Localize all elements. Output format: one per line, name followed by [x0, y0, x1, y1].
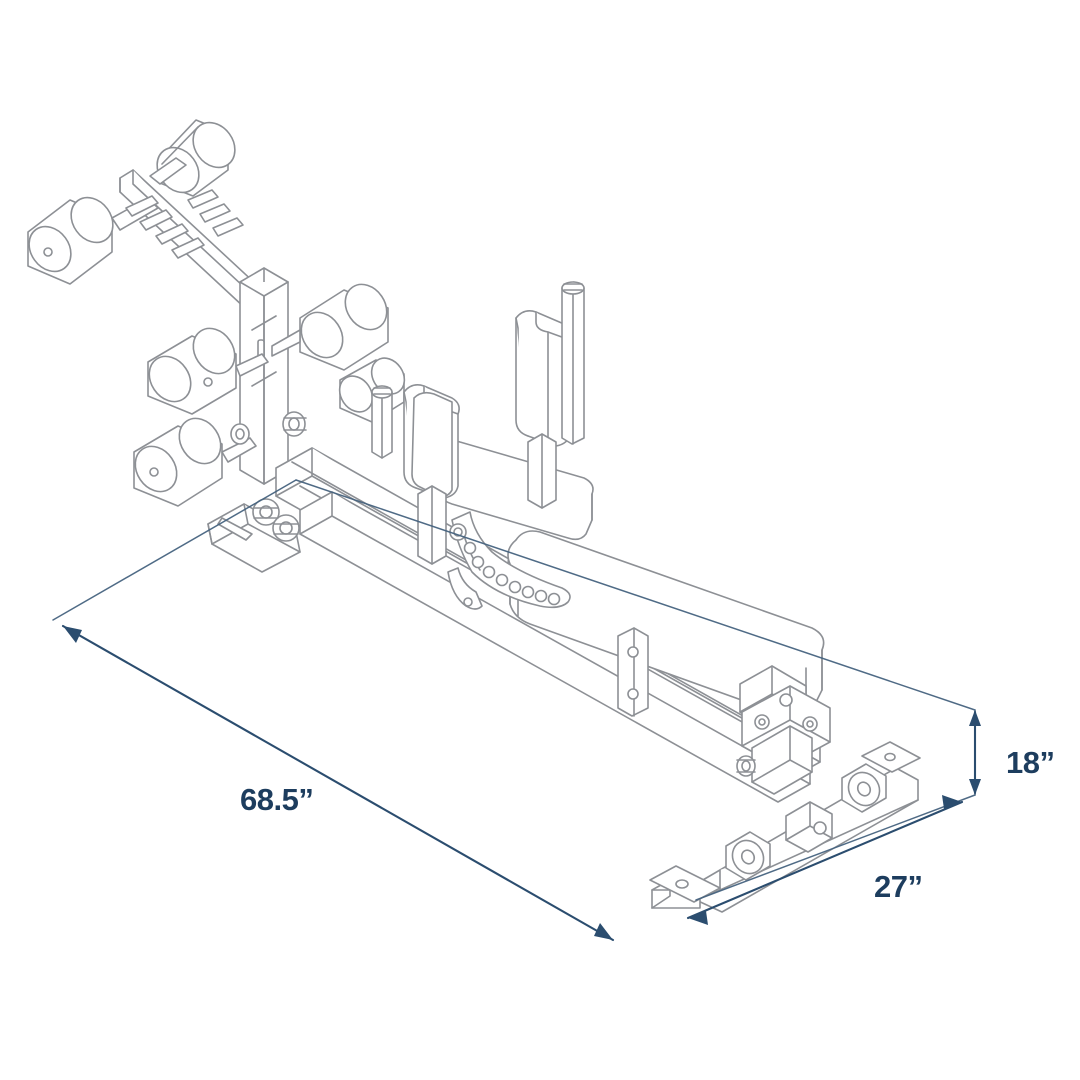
transport-wheel	[841, 763, 887, 813]
arrowhead	[942, 795, 962, 809]
pivot-clamp-block	[751, 725, 813, 795]
ladder-holes	[463, 541, 561, 606]
foam-roller	[147, 327, 237, 415]
dimension-label-height: 18”	[1006, 745, 1055, 780]
wheel-hub	[252, 498, 300, 542]
adjustment-knob	[230, 423, 250, 445]
arrowhead	[63, 626, 82, 643]
dimension-height	[969, 710, 981, 795]
vertical-rod	[371, 385, 393, 459]
arrowhead	[969, 779, 981, 795]
support-bracket	[617, 627, 649, 717]
center-block	[785, 801, 833, 853]
vertical-rod	[561, 281, 585, 445]
guide-bottom-right	[695, 794, 976, 901]
hip-pad	[411, 391, 453, 498]
guide-top-right	[295, 479, 976, 711]
vertical-upright-post	[239, 267, 289, 485]
arrowhead	[969, 710, 981, 726]
foam-roller	[133, 417, 223, 507]
foam-roller	[156, 119, 236, 197]
adjustment-pegs	[125, 189, 244, 259]
leg-developer-assembly	[27, 119, 259, 309]
transport-wheel	[725, 831, 771, 881]
guide-top-left	[52, 479, 297, 621]
foam-roller	[299, 283, 389, 371]
arrowhead	[688, 911, 708, 925]
floor-foot	[861, 741, 921, 773]
adjustment-knob	[282, 411, 307, 437]
dimension-lines	[52, 479, 981, 942]
arrowhead	[594, 923, 613, 940]
dimension-length	[61, 624, 615, 942]
adjustment-knob	[736, 755, 756, 777]
product-illustration	[27, 119, 921, 913]
dimension-depth	[686, 795, 964, 925]
dimension-label-depth: 27”	[874, 869, 923, 904]
dimension-label-length: 68.5”	[240, 782, 314, 817]
hip-pad	[515, 310, 572, 447]
